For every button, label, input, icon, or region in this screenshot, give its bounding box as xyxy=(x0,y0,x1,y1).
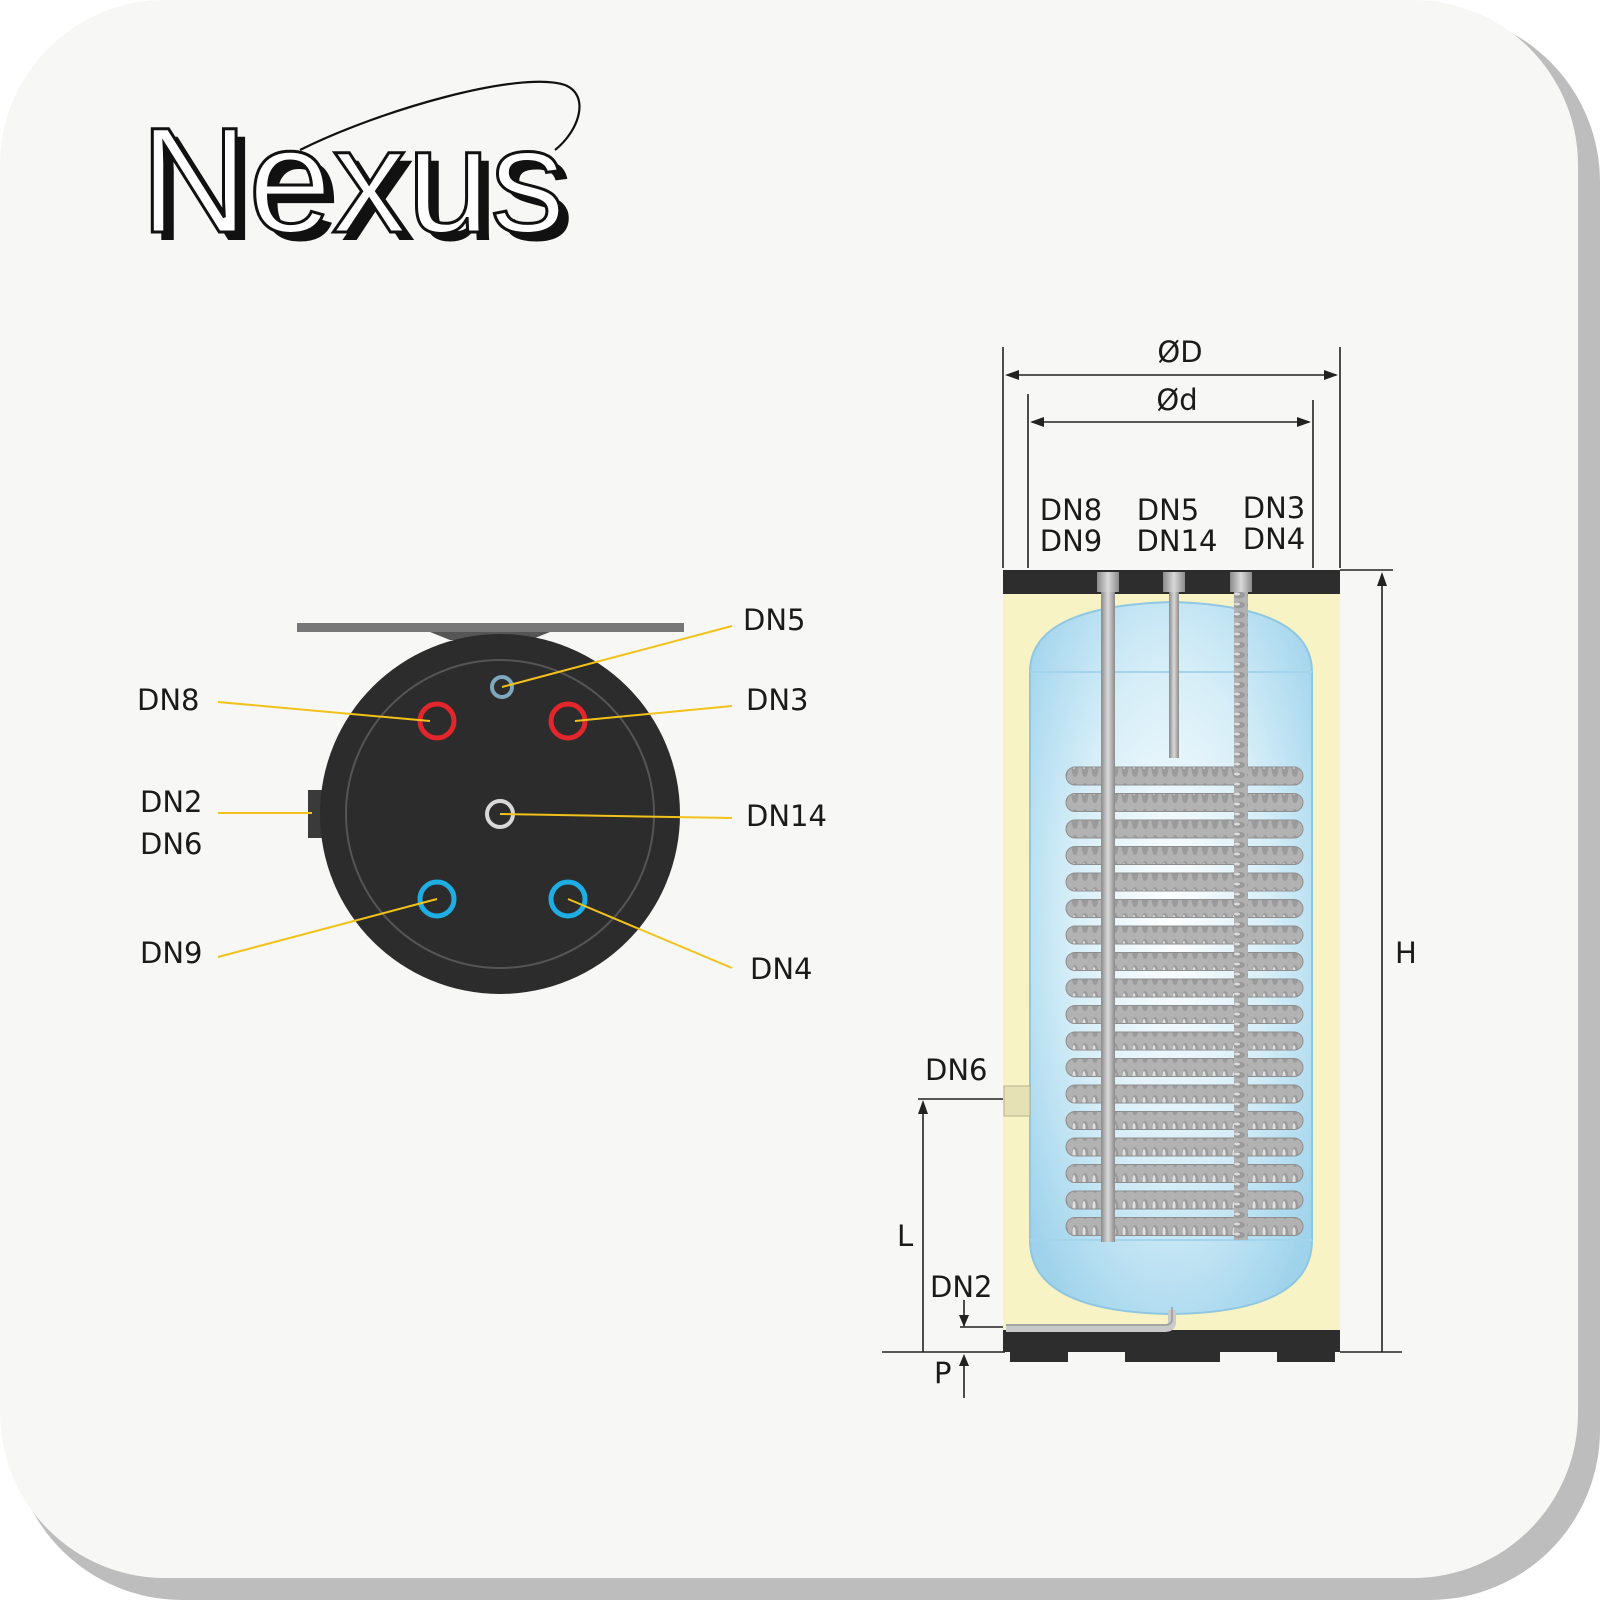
bottom-cap xyxy=(1003,1330,1340,1352)
label-outer-diameter: ØD xyxy=(1157,335,1202,369)
label-dn8: DN8 xyxy=(137,683,199,717)
foot-middle xyxy=(1125,1352,1220,1362)
label-side-dn6: DN6 xyxy=(925,1053,987,1087)
label-side-dn2: DN2 xyxy=(930,1270,992,1304)
label-inner-diameter: Ød xyxy=(1156,383,1197,417)
logo-swoosh xyxy=(299,80,581,151)
label-length: L xyxy=(897,1219,913,1253)
foot-right xyxy=(1277,1352,1335,1362)
label-top-dn5: DN5 xyxy=(1137,493,1199,527)
label-dn4: DN4 xyxy=(750,952,812,986)
label-top-dn4: DN4 xyxy=(1243,522,1305,556)
label-dn5: DN5 xyxy=(743,603,805,637)
leader-lines xyxy=(217,625,733,969)
label-p: P xyxy=(934,1356,952,1390)
brand-logo: Nexus Nexus xyxy=(139,80,581,272)
pipe-dn5-dn14 xyxy=(1169,592,1179,758)
side-port-dn6 xyxy=(1003,1085,1031,1117)
label-top-dn14: DN14 xyxy=(1137,524,1218,558)
dimension-lines xyxy=(882,347,1402,1398)
side-connector xyxy=(308,790,322,838)
tank-top-rim xyxy=(345,659,655,969)
port-dn4 xyxy=(548,879,588,919)
side-view: ØD Ød DN8 DN9 DN5 DN14 DN3 DN4 H DN6 L D… xyxy=(882,335,1417,1398)
label-top-dn9: DN9 xyxy=(1040,524,1102,558)
port-dn5 xyxy=(490,675,514,699)
port-dn9 xyxy=(417,879,457,919)
fitting-dn3-dn4 xyxy=(1230,572,1252,592)
label-dn3: DN3 xyxy=(746,683,808,717)
brand-logo-text: Nexus xyxy=(140,96,565,264)
label-dn2: DN2 xyxy=(140,785,202,819)
label-height: H xyxy=(1395,936,1417,970)
label-dn9: DN9 xyxy=(140,936,202,970)
foot-left xyxy=(1010,1352,1068,1362)
label-top-dn8: DN8 xyxy=(1040,493,1102,527)
fitting-dn5-dn14 xyxy=(1163,572,1185,592)
brand-logo-shadow: Nexus xyxy=(149,104,574,272)
label-dn14: DN14 xyxy=(746,799,827,833)
pipe-dn8-dn9 xyxy=(1101,592,1115,1242)
label-dn6: DN6 xyxy=(140,827,202,861)
fitting-dn8-dn9 xyxy=(1097,572,1119,592)
mounting-bar xyxy=(297,623,684,632)
pipe-dn3-dn4 xyxy=(1234,592,1248,1240)
label-top-dn3: DN3 xyxy=(1243,491,1305,525)
top-view: DN5 DN8 DN3 DN2 DN6 DN14 DN9 DN4 xyxy=(137,603,827,994)
